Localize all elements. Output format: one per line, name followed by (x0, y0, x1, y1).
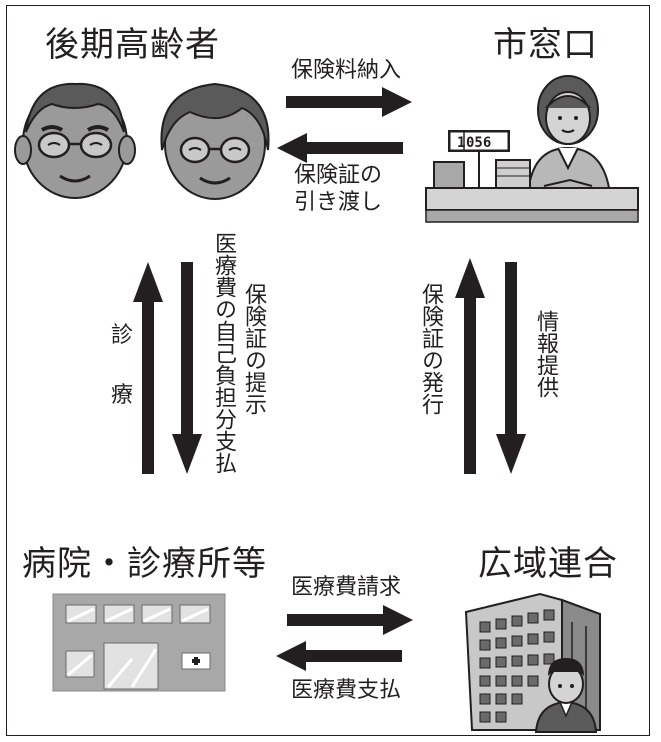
label-info-provision: 情報提供 (533, 310, 558, 398)
label-medical-claim: 医療費請求 (291, 575, 402, 600)
staff-person-icon (534, 658, 598, 733)
medical-cross-icon (192, 657, 200, 665)
counter-icon (425, 159, 639, 223)
label-card-handover-line1: 保険証の (294, 163, 383, 188)
arrow-patient-payment (172, 262, 202, 474)
arrow-medical-claim (287, 605, 413, 635)
arrow-premium-payment (286, 87, 412, 117)
label-card-issue: 保険証の発行 (418, 283, 443, 415)
node-hospital: 病院・診療所等 (22, 544, 267, 584)
arrow-info-provision (496, 262, 526, 474)
node-city-window: 市窓口 (493, 25, 598, 65)
counter-number-first: 1 (457, 135, 465, 151)
label-premium-payment: 保険料納入 (291, 58, 402, 83)
arrow-medical-payment (276, 641, 402, 671)
arrow-examination (133, 262, 163, 474)
label-examination-1: 診 (111, 323, 134, 348)
node-elderly: 後期高齢者 (45, 25, 220, 65)
label-medical-payment: 医療費支払 (291, 678, 402, 703)
arrow-card-handover (277, 133, 403, 163)
elderly-woman-icon (160, 82, 270, 200)
label-examination-2: 療 (111, 383, 134, 408)
counter-number-rest: 056 (466, 135, 491, 151)
label-card-handover-line2: 引き渡し (294, 190, 383, 215)
clerk-icon (526, 75, 612, 195)
union-building-illustration (464, 592, 601, 733)
arrow-card-issue (455, 258, 485, 474)
number-display-icon: 1 056 (448, 130, 510, 188)
hospital-illustration (52, 593, 226, 692)
label-card-present: 保険証の提示 (241, 283, 266, 415)
elderly-couple-illustration (14, 82, 270, 200)
node-union: 広域連合 (478, 544, 618, 584)
city-window-illustration: 1 056 (425, 75, 639, 223)
label-copay: 医療費の自己負担分支払 (211, 232, 236, 474)
elderly-man-icon (14, 82, 136, 199)
diagram-frame (6, 5, 650, 736)
